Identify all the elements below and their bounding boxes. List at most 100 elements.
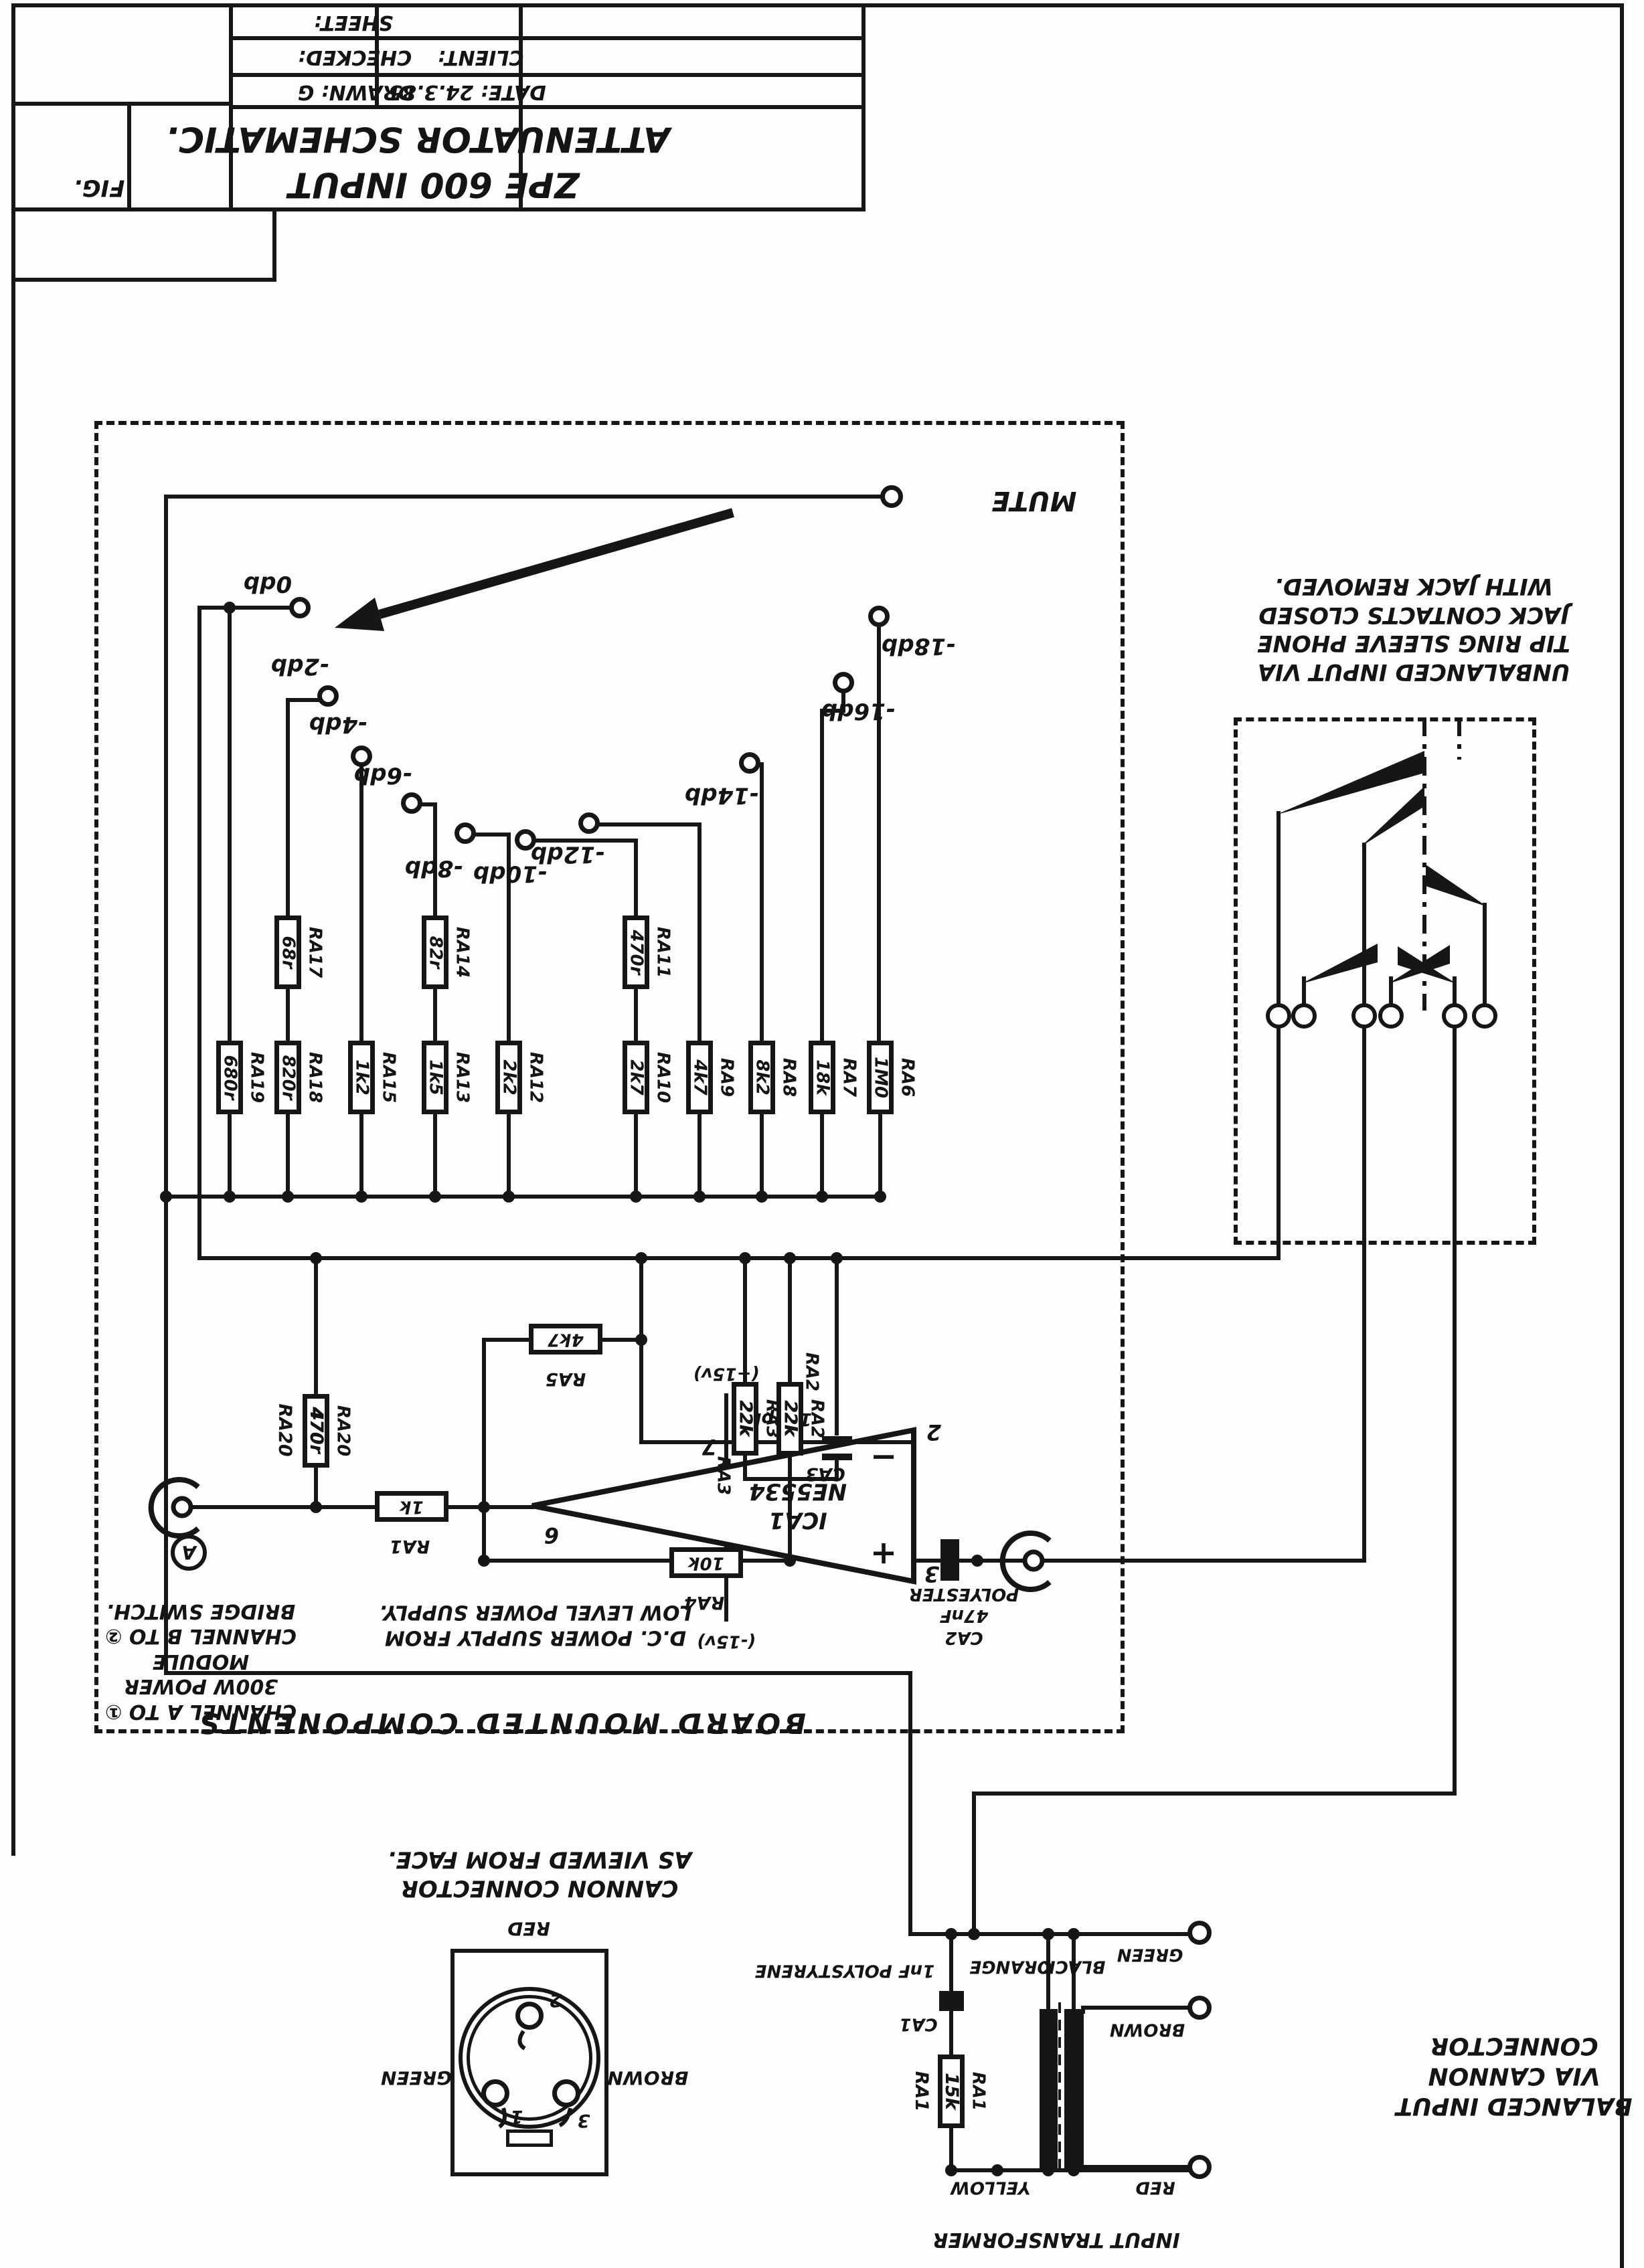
junction-dot (784, 1555, 796, 1567)
wire (164, 495, 884, 499)
resistor-RA1 (375, 1491, 448, 1522)
junction-dot (355, 1191, 367, 1203)
wire (972, 1792, 1457, 1796)
wire (949, 1932, 953, 1993)
jack-enclosure (1234, 717, 1536, 1245)
label--18db: -18db (881, 632, 956, 660)
wire (835, 1256, 839, 1435)
wire (359, 1111, 363, 1199)
wire (229, 36, 866, 40)
xlr-pin2-tail (517, 2030, 526, 2051)
wire (1081, 2165, 1189, 2169)
label-MUTE: MUTE (991, 485, 1077, 516)
switch-arrow-shaft (378, 508, 734, 619)
label-+: + (870, 1535, 898, 1573)
wire (743, 1452, 747, 1481)
wire (191, 1505, 377, 1509)
ref-RA17: RA17 (305, 926, 325, 978)
resistor-RA8 (748, 1041, 775, 1114)
label-2: 2 (549, 1989, 562, 2010)
junction-dot (874, 1191, 886, 1203)
label-1nf-polystyrene: 1nF POLYSTYRENE (754, 1960, 935, 1981)
junction-dot (971, 1555, 983, 1567)
wire (419, 802, 437, 806)
junction-dot (739, 1252, 751, 1264)
junction-dot (503, 1191, 515, 1203)
resistor-RA3 (732, 1382, 758, 1456)
xlr-pin-2 (515, 2002, 544, 2030)
ref-RA13: RA13 (452, 1051, 473, 1104)
label--14db: -14db (684, 782, 759, 809)
wire (760, 1111, 764, 1199)
wire (1081, 2006, 1189, 2010)
wire (697, 822, 702, 1043)
jack-contact-flag-3b (1398, 946, 1457, 984)
ref-RA6: RA6 (897, 1057, 918, 1098)
junction-dot (478, 1555, 490, 1567)
label--8db: -8db (404, 855, 463, 882)
value-RA4: 10k (688, 1553, 724, 1573)
vlabel-RA2: RA2 (801, 1352, 822, 1392)
tap-terminal--10db (515, 829, 536, 851)
ref-RA8: RA8 (778, 1057, 799, 1098)
tap-terminal-0db (289, 597, 311, 618)
wire (507, 1111, 511, 1199)
wire (433, 1111, 437, 1199)
vlabel-470r: 470r (305, 1407, 327, 1454)
wire (433, 802, 437, 918)
wire (600, 1338, 643, 1342)
wire (1362, 1025, 1366, 1563)
value-RA19: 680r (220, 1055, 240, 1100)
ref-RA18: RA18 (305, 1051, 325, 1104)
note-transformer: INPUT TRANSFORMER (932, 2227, 1180, 2251)
wire (1072, 1932, 1076, 2011)
wire (949, 2009, 953, 2057)
wire (164, 1195, 882, 1199)
filled-element (939, 1991, 964, 2011)
label-orange: ORANGE (969, 1956, 1052, 1977)
junction-dot (224, 602, 236, 614)
terminal (1187, 1996, 1212, 2020)
wire (820, 709, 845, 713)
wire (788, 1452, 792, 1481)
jack-contact-flag-1b (1301, 944, 1378, 984)
wire (878, 1111, 882, 1199)
label-(+15v): (+15v) (693, 1363, 760, 1384)
value-RA6: 1M0 (870, 1056, 891, 1099)
resistor-RA6 (867, 1041, 894, 1114)
junction-dot (1042, 1928, 1054, 1940)
tap-terminal--2db (317, 685, 339, 707)
wire (286, 1111, 290, 1199)
label-brown: BROWN (1109, 2019, 1185, 2040)
junction-dot (310, 1501, 322, 1513)
value-RA11: 470r (626, 930, 647, 975)
label--4db: -4db (309, 711, 367, 738)
wire (1277, 811, 1281, 1007)
wire (908, 1671, 912, 1936)
wire (1362, 843, 1366, 1007)
label-−: − (870, 1439, 898, 1476)
label-2: 2 (926, 1419, 942, 1445)
wire (228, 1111, 232, 1199)
resistor-RA13 (422, 1041, 448, 1114)
wire (197, 606, 201, 1260)
resistor-RA5 (529, 1324, 602, 1355)
note-channel: CHANNEL A TO ① 300W POWER MODULE CHANNEL… (104, 1599, 297, 1723)
junction-dot (224, 1191, 236, 1203)
label-(-15v): (-15v) (697, 1631, 756, 1652)
value-RA12: 2k2 (499, 1059, 519, 1096)
resistor-RA11 (623, 915, 649, 989)
resistor-RA12 (495, 1041, 522, 1114)
wire (912, 1559, 942, 1563)
tap-terminal--8db (455, 822, 476, 844)
xlr-pin3-tail (558, 2107, 572, 2127)
junction-dot (756, 1191, 768, 1203)
label-red: RED (1135, 2177, 1175, 2198)
wire (127, 102, 131, 211)
label-ca1: CA1 (899, 2014, 938, 2034)
label-0db: 0db (243, 570, 293, 598)
wire (639, 1256, 643, 1342)
ref-RA1: RA1 (968, 2071, 989, 2111)
junction-dot (635, 1252, 647, 1264)
